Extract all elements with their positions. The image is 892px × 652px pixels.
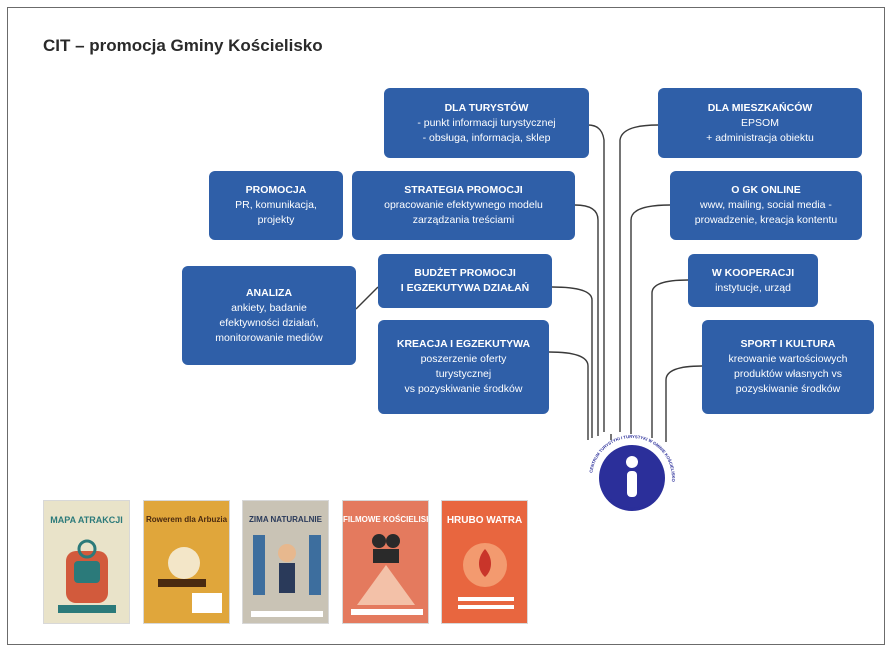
connector-turysci xyxy=(587,124,605,432)
box-heading: DLA MIESZKAŃCÓW xyxy=(707,101,813,114)
poster-rowerem: Rowerem dla Arbuzia xyxy=(143,500,230,624)
poster-title: ZIMA NATURALNIE xyxy=(249,515,322,524)
box-heading: PROMOCJA xyxy=(245,184,307,196)
connector-strategia xyxy=(574,204,599,436)
box-text: turystycznej xyxy=(435,368,492,380)
box-dla-turystow: DLA TURYSTÓW - punkt informacji turystyc… xyxy=(384,88,589,158)
poster-illustration xyxy=(458,543,514,609)
poster-title: HRUBO WATRA xyxy=(446,515,523,526)
connector-kooperacja xyxy=(651,279,689,438)
poster-mapa-atrakcji: MAPA ATRAKCJI xyxy=(43,500,130,624)
box-heading: ANALIZA xyxy=(245,286,293,299)
box-heading: KREACJA I EGZEKUTYWA xyxy=(396,338,531,350)
connector-gkonline xyxy=(630,204,671,434)
box-text: pozyskiwanie środków xyxy=(735,383,841,395)
cit-logo-icon: CENTRUM TURYSTYKI I TURYSTYKI W GMINIE K… xyxy=(588,434,676,512)
connector-kreacja xyxy=(548,351,589,440)
poster-zima-naturalnie: ZIMA NATURALNIE xyxy=(242,500,329,624)
box-text: kreowanie wartościowych xyxy=(728,353,848,365)
connector-mieszkancy xyxy=(619,124,659,432)
box-text: + administracja obiektu xyxy=(706,131,814,144)
box-text: opracowanie efektywnego modelu xyxy=(384,199,543,211)
box-strategia-promocji: STRATEGIA PROMOCJI opracowanie efektywne… xyxy=(352,171,575,240)
slide-frame xyxy=(7,7,885,645)
connector-analiza xyxy=(355,286,379,310)
box-text: - obsługa, informacja, sklep xyxy=(422,131,551,144)
box-text: - punkt informacji turystycznej xyxy=(417,116,556,129)
box-text: ankiety, badanie xyxy=(231,301,307,314)
poster-illustration xyxy=(58,539,116,613)
box-heading: O GK ONLINE xyxy=(731,184,801,196)
box-text: poszerzenie oferty xyxy=(420,353,507,365)
box-text: www, mailing, social media - xyxy=(700,199,832,211)
box-text: efektywności działań, xyxy=(219,316,319,329)
poster-title: MAPA ATRAKCJI xyxy=(50,515,123,525)
box-budzet-promocji: BUDŻET PROMOCJI I EGZEKUTYWA DZIAŁAŃ xyxy=(378,254,552,308)
box-analiza: ANALIZA ankiety, badanie efektywności dz… xyxy=(182,266,356,365)
poster-illustration xyxy=(351,534,423,615)
box-text: monitorowanie mediów xyxy=(215,331,323,344)
box-text: instytucje, urząd xyxy=(715,281,791,294)
box-text: produktów własnych vs xyxy=(734,368,842,380)
poster-title: Rowerem dla Arbuzia xyxy=(145,515,228,524)
box-heading: BUDŻET PROMOCJI xyxy=(414,267,516,279)
box-text: vs pozyskiwanie środków xyxy=(404,383,523,395)
box-kreacja-i-egzekutywa: KREACJA I EGZEKUTYWA poszerzenie oferty … xyxy=(378,320,549,414)
poster-title: FILMOWE KOŚCIELISKO xyxy=(343,515,429,524)
slide-title: CIT – promocja Gminy Kościelisko xyxy=(43,36,323,55)
box-text: EPSOM xyxy=(741,116,779,129)
box-w-kooperacji: W KOOPERACJI instytucje, urząd xyxy=(688,254,818,307)
box-sport-i-kultura: SPORT I KULTURA kreowanie wartościowych … xyxy=(702,320,874,414)
connector-sport xyxy=(665,365,703,442)
connector-budzet xyxy=(551,286,593,438)
box-heading: W KOOPERACJI xyxy=(711,266,795,279)
box-text: PR, komunikacja, xyxy=(235,199,317,211)
box-o-gk-online: O GK ONLINE www, mailing, social media -… xyxy=(670,171,862,240)
box-promocja: PROMOCJA PR, komunikacja, projekty xyxy=(209,171,343,240)
poster-filmowe-koscielisko: FILMOWE KOŚCIELISKO xyxy=(342,500,429,624)
box-text: I EGZEKUTYWA DZIAŁAŃ xyxy=(400,282,530,294)
poster-illustration xyxy=(158,547,222,613)
box-dla-mieszkancow: DLA MIESZKAŃCÓW EPSOM + administracja ob… xyxy=(658,88,862,158)
poster-hrubo-watra: HRUBO WATRA xyxy=(441,500,528,624)
box-heading: STRATEGIA PROMOCJI xyxy=(404,184,523,196)
box-heading: DLA TURYSTÓW xyxy=(444,101,529,114)
box-text: zarządzania treściami xyxy=(412,214,515,226)
box-text: prowadzenie, kreacja kontentu xyxy=(694,214,838,226)
poster-illustration xyxy=(251,535,323,617)
box-heading: SPORT I KULTURA xyxy=(740,338,836,350)
box-text: projekty xyxy=(257,214,295,226)
